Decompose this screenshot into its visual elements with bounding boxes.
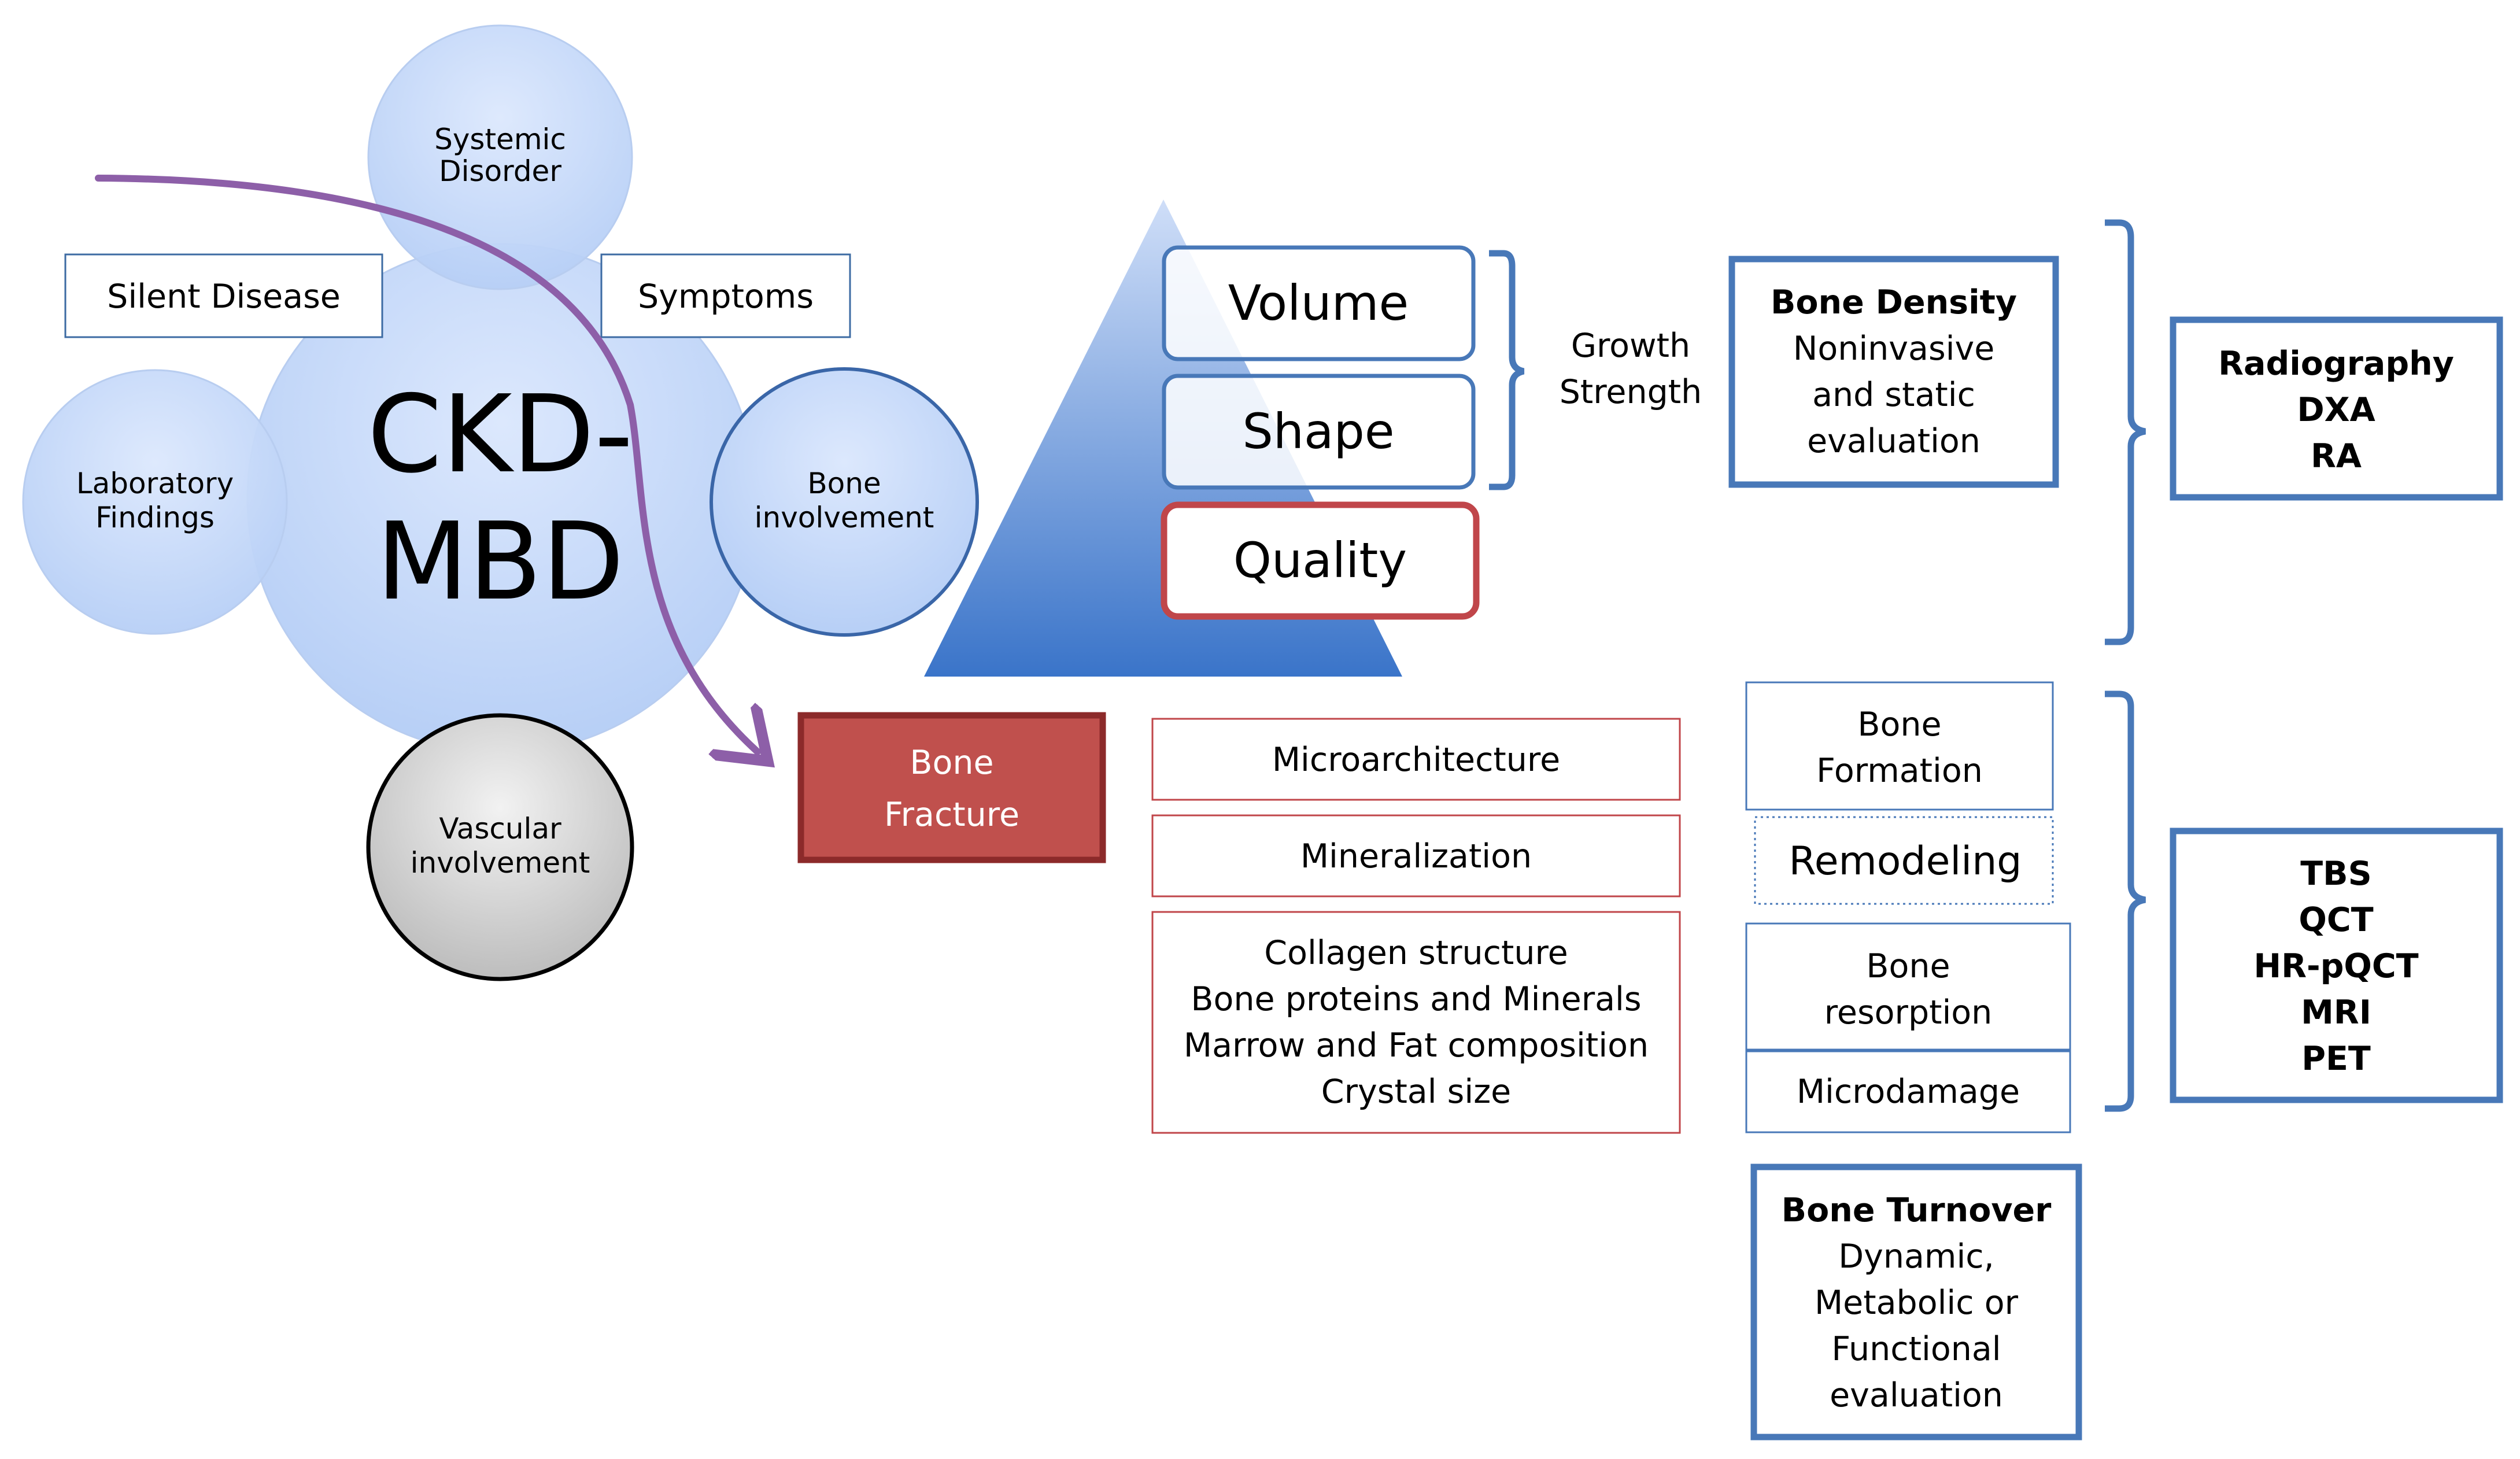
bone-turnover-line-2: Metabolic or (1815, 1284, 2019, 1322)
bone-turnover-line-1: Dynamic, (1838, 1238, 1994, 1276)
bone-fracture-line-1: Bone (910, 744, 993, 782)
imaging-bottom-box (2170, 828, 2503, 1103)
bone-turnover-title: Bone Turnover (1782, 1191, 2052, 1229)
microdamage-box (1745, 1050, 2071, 1133)
microdamage-label: Microdamage (1797, 1073, 2020, 1111)
composition-line-1: Collagen structure (1264, 934, 1568, 972)
ckd-mbd-line-2: MBD (376, 499, 625, 624)
purple-flow-arrow (95, 175, 758, 752)
bone-involvement-line-1: Bone (807, 467, 881, 500)
imaging-bottom-line-2: QCT (2299, 901, 2373, 939)
top-imaging-brace (2105, 219, 2146, 645)
remodeling-label: Remodeling (1789, 839, 2022, 884)
bone-density-line-3: evaluation (1807, 422, 1980, 460)
vascular-involvement-circle (366, 713, 634, 981)
ckd-mbd-line-1: CKD- (367, 372, 633, 497)
quality-label: Quality (1233, 532, 1407, 589)
growth-line-2: Strength (1560, 373, 1702, 411)
bone-density-line-1: Noninvasive (1793, 330, 1995, 368)
volume-box (1162, 245, 1476, 361)
bone-involvement-label: Bone involvement (755, 467, 934, 534)
remodeling-box (1754, 816, 2054, 905)
bone-turnover-box (1750, 1163, 2082, 1440)
vascular-line-1: Vascular (439, 812, 561, 845)
systemic-line-2: Disorder (439, 154, 561, 188)
bone-turnover-line-4: evaluation (1830, 1376, 2003, 1414)
laboratory-line-2: Findings (95, 501, 215, 534)
bone-fracture-box (797, 712, 1106, 863)
bone-density-box (1728, 256, 2059, 488)
imaging-bottom-line-3: HR-pQCT (2253, 947, 2418, 985)
microarchitecture-box (1151, 718, 1681, 801)
symptoms-label: Symptoms (638, 278, 814, 316)
imaging-bottom-line-4: MRI (2301, 993, 2371, 1032)
vascular-involvement-label: Vascular involvement (411, 812, 590, 880)
imaging-top-box (2170, 316, 2503, 501)
vascular-line-2: involvement (411, 846, 590, 880)
bone-resorption-line-2: resorption (1824, 993, 1993, 1032)
symptoms-box (600, 253, 851, 338)
shape-label: Shape (1242, 403, 1394, 460)
composition-line-3: Marrow and Fat composition (1184, 1026, 1649, 1065)
bone-involvement-circle (710, 367, 979, 637)
growth-line-1: Growth (1571, 327, 1690, 365)
microarchitecture-label: Microarchitecture (1272, 741, 1560, 779)
shape-box (1162, 374, 1476, 490)
laboratory-findings-circle (22, 369, 288, 635)
laboratory-findings-label: Laboratory Findings (76, 467, 234, 534)
mineralization-box (1151, 814, 1681, 897)
bone-formation-line-1: Bone (1857, 706, 1941, 744)
systemic-disorder-label: Systemic Disorder (434, 123, 566, 188)
imaging-bottom-line-5: PET (2301, 1040, 2371, 1078)
bone-formation-box (1745, 681, 2054, 811)
composition-line-4: Crystal size (1321, 1073, 1511, 1111)
imaging-top-line-2: DXA (2297, 391, 2375, 429)
bone-fracture-line-2: Fracture (884, 796, 1019, 834)
silent-disease-label: Silent Disease (107, 278, 341, 316)
bone-resorption-line-1: Bone (1866, 947, 1950, 985)
quality-box (1161, 501, 1480, 620)
bone-involvement-line-2: involvement (755, 501, 934, 534)
bone-density-line-2: and static (1812, 376, 1975, 414)
growth-strength-label: Growth Strength (1560, 327, 1702, 411)
composition-box (1151, 911, 1681, 1134)
bone-turnover-line-3: Functional (1831, 1330, 2001, 1368)
systemic-line-1: Systemic (434, 123, 566, 156)
bottom-imaging-brace (2105, 690, 2146, 1112)
ckd-mbd-title: CKD- MBD (367, 372, 633, 624)
volume-label: Volume (1228, 275, 1409, 331)
imaging-bottom-line-1: TBS (2300, 855, 2371, 893)
composition-line-2: Bone proteins and Minerals (1191, 980, 1641, 1018)
silent-disease-box (64, 253, 383, 338)
mineralization-label: Mineralization (1300, 837, 1532, 876)
bone-formation-line-2: Formation (1816, 752, 1983, 790)
bone-resorption-box (1745, 922, 2071, 1051)
imaging-top-line-1: Radiography (2218, 345, 2454, 383)
growth-brace (1489, 250, 1525, 490)
laboratory-line-1: Laboratory (76, 467, 234, 500)
bone-density-title: Bone Density (1771, 283, 2017, 322)
imaging-top-line-3: RA (2311, 437, 2362, 475)
